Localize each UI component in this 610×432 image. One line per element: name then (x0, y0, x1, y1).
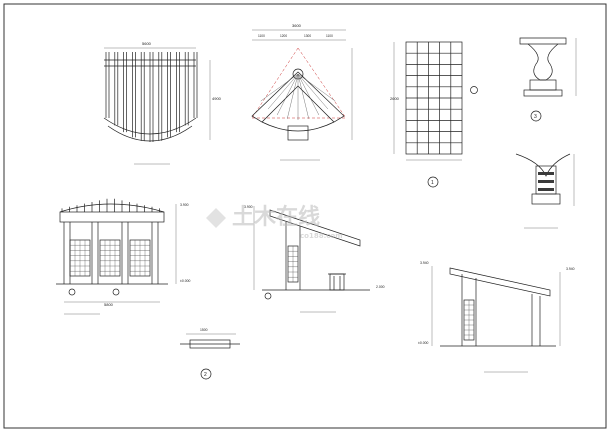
dim-seg-3: 1300 (304, 34, 311, 38)
pavilion-section: 3.940 ±0.000 3.940 (418, 261, 575, 373)
drawing-line (267, 73, 299, 110)
section-marker-2 (200, 368, 212, 380)
dim-top-plan: 5600 (142, 41, 152, 46)
dim-seg-1: 1100 (258, 34, 265, 38)
beam-detail: 1500 2 (180, 328, 240, 380)
level-roof: 3.900 (244, 205, 253, 209)
section-marker-3-label: 3 (534, 114, 537, 120)
dim-fan-width: 3600 (292, 23, 302, 28)
fan-plan-view: 3600 1100 1200 1300 1100 (251, 23, 353, 161)
front-elevation: 5800 3.900 ±0.000 (56, 198, 190, 315)
side-section: 3.900 2.000 (244, 205, 385, 313)
dim-beam: 1500 (200, 328, 208, 332)
dim-seg-2: 1200 (280, 34, 287, 38)
drawing-line (287, 73, 299, 119)
level-ground: ±0.000 (180, 279, 190, 283)
drawing-line (297, 73, 336, 102)
drawing-line (297, 73, 309, 119)
level-right-ground: ±0.000 (418, 341, 428, 345)
grid-elevation: 2600 1 (390, 41, 478, 188)
level-top: 3.900 (180, 203, 189, 207)
dim-seg-4: 1100 (326, 34, 333, 38)
level-right-top-2: 3.940 (566, 267, 575, 271)
drawing-line (276, 73, 299, 116)
column-detail-top: 3 (519, 37, 577, 122)
watermark: 土木在线 co188.com (206, 204, 342, 240)
level-right-top: 3.940 (420, 261, 429, 265)
section-marker-a (470, 86, 478, 94)
dim-front-total: 5800 (104, 302, 114, 307)
column-detail-bottom (515, 153, 575, 229)
watermark-text: 土木在线 (232, 204, 320, 230)
section-marker-1 (427, 176, 439, 188)
drawing-line (297, 73, 329, 110)
section-marker-3 (530, 110, 542, 122)
pergola-plan-view: 5600 4900 (103, 41, 222, 165)
dim-side-plan: 4900 (212, 96, 222, 101)
drawing-line (297, 73, 320, 116)
section-marker-1-label: 1 (431, 180, 434, 186)
watermark-sub: co188.com (300, 232, 342, 240)
sheet-border (3, 3, 607, 429)
section-marker-2-label: 2 (204, 372, 207, 378)
level-mid: 2.000 (376, 285, 385, 289)
dim-grid-height: 2600 (390, 96, 400, 101)
drawing-line (260, 73, 299, 102)
